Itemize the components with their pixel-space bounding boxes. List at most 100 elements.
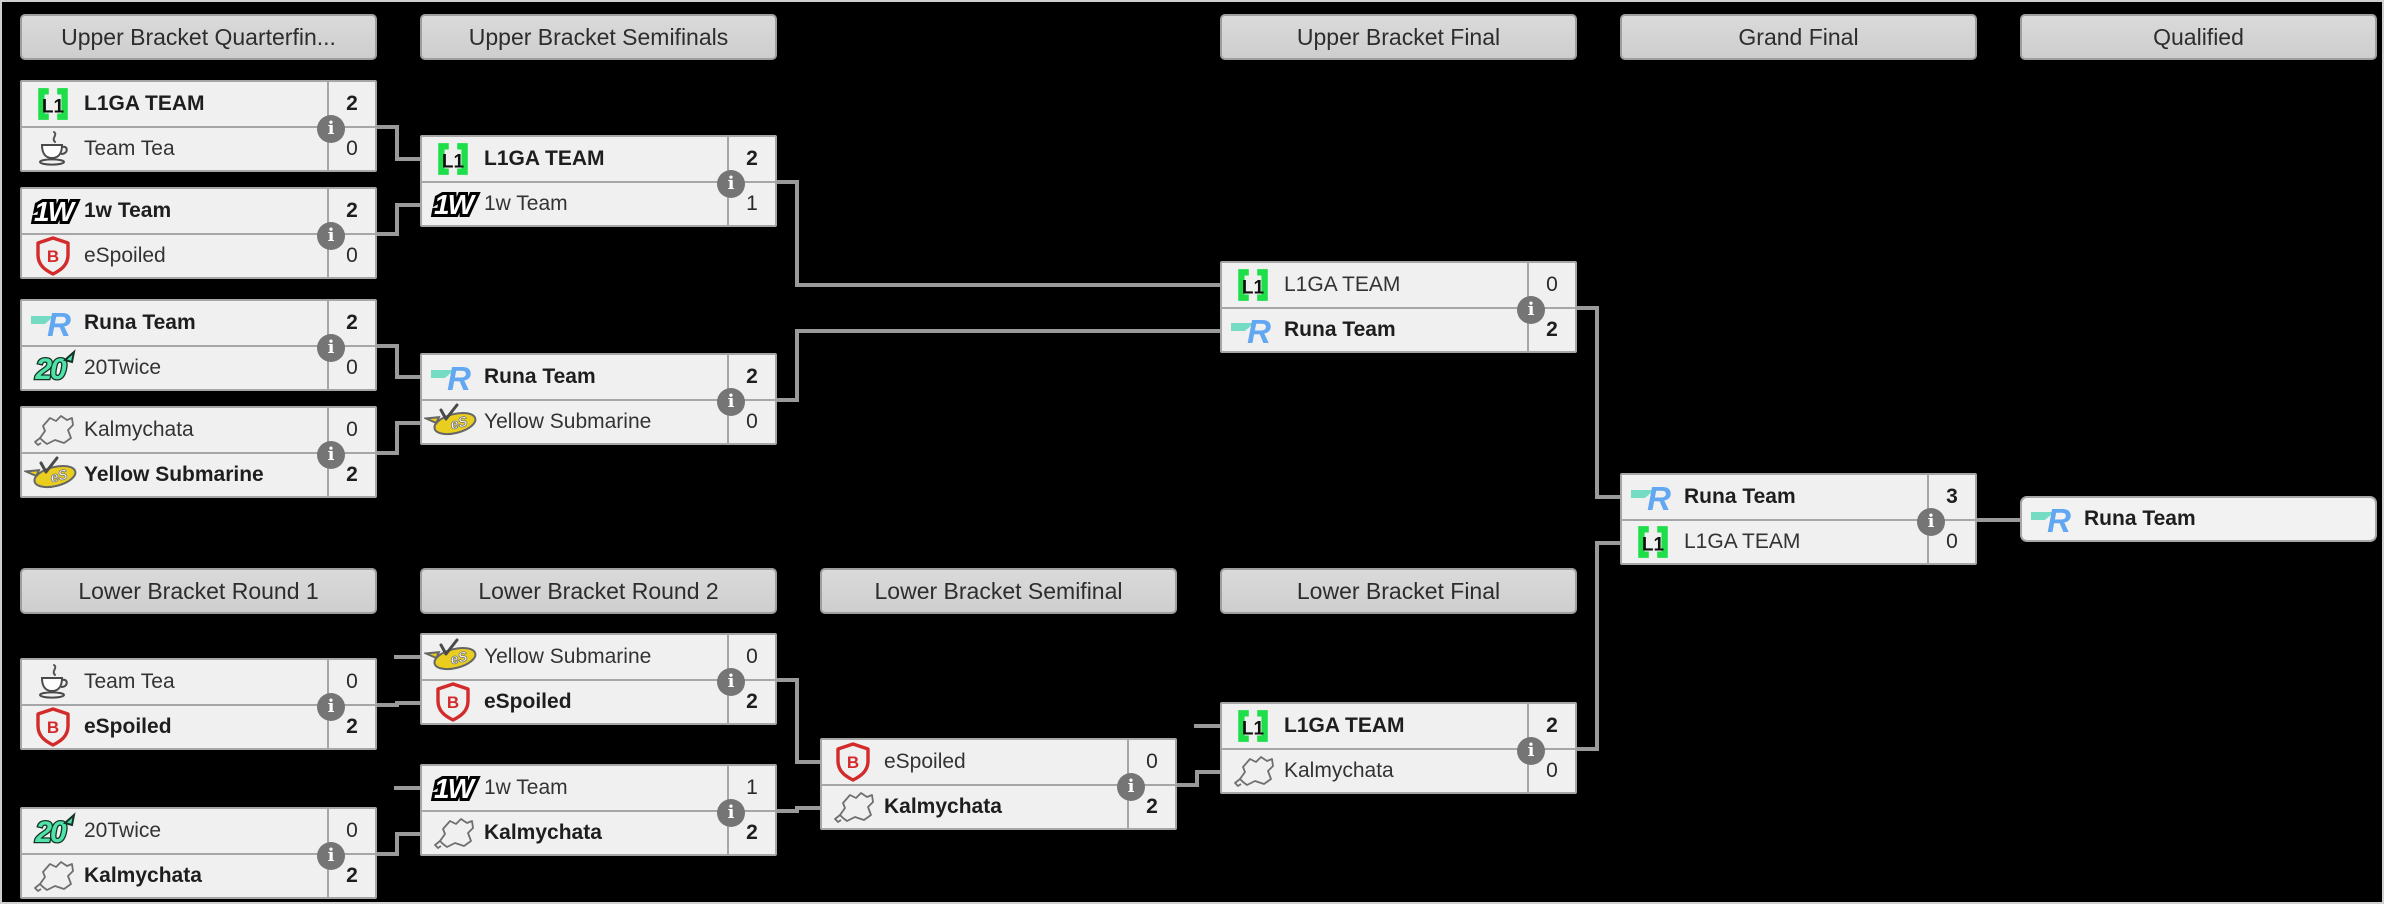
connector-segment [397, 157, 420, 161]
connector-segment [377, 232, 397, 236]
team-name[interactable]: eSpoiled [884, 750, 966, 773]
teacup-icon [22, 662, 84, 702]
match-info-icon[interactable]: i [717, 799, 745, 827]
connector-segment [795, 678, 799, 764]
team-name[interactable]: Runa Team [2084, 507, 2196, 530]
team-name[interactable]: Kalmychata [884, 795, 1002, 818]
connector-segment [397, 701, 420, 705]
drop-in-connector [394, 786, 422, 790]
team-name[interactable]: 1w Team [84, 199, 172, 222]
connector-segment [377, 703, 397, 707]
team-name[interactable]: Runa Team [1284, 318, 1396, 341]
match-info-icon[interactable]: i [317, 115, 345, 143]
round-header-label: Upper Bracket Semifinals [468, 23, 729, 50]
connector-segment [395, 832, 399, 856]
teacup-icon [22, 129, 84, 169]
connector-segment [1577, 306, 1597, 310]
runa-icon: R [422, 357, 484, 397]
svg-text:R: R [1647, 480, 1671, 517]
team-name[interactable]: L1GA TEAM [1284, 714, 1405, 737]
team-score: 2 [727, 812, 775, 854]
kalmychata-map-icon [1222, 751, 1284, 791]
team-score: 2 [1527, 704, 1575, 748]
svg-text:L1: L1 [442, 151, 465, 172]
espoiled-shield-icon: B [822, 742, 884, 782]
connector-segment [397, 832, 420, 836]
round-header-label: Lower Bracket Round 2 [478, 577, 719, 604]
match-info-icon[interactable]: i [317, 441, 345, 469]
svg-text:eS: eS [449, 648, 470, 668]
team-name[interactable]: Kalmychata [1284, 759, 1394, 782]
team-name[interactable]: L1GA TEAM [1684, 530, 1801, 553]
runa-icon: R [22, 303, 84, 343]
match-info-icon[interactable]: i [317, 842, 345, 870]
svg-text:20: 20 [34, 353, 67, 386]
team-name[interactable]: 20Twice [84, 356, 162, 379]
round-header-label: Grand Final [1738, 23, 1859, 50]
svg-text:B: B [447, 693, 459, 712]
match-info-icon[interactable]: i [1517, 296, 1545, 324]
match-info-icon[interactable]: i [717, 388, 745, 416]
qualified-connector [1977, 518, 2020, 522]
team-name[interactable]: 1w Team [484, 776, 568, 799]
team-score: 2 [727, 355, 775, 399]
connector-segment [1595, 306, 1599, 499]
team-name[interactable]: Yellow Submarine [84, 463, 264, 486]
team-name[interactable]: eSpoiled [84, 244, 166, 267]
team-name[interactable]: L1GA TEAM [484, 147, 605, 170]
team-score: 2 [327, 706, 375, 748]
match-info-icon[interactable]: i [317, 222, 345, 250]
runa-icon: R [2022, 499, 2084, 539]
connector-segment [797, 760, 820, 764]
team-name[interactable]: Kalmychata [84, 864, 202, 887]
team-name[interactable]: L1GA TEAM [1284, 273, 1401, 296]
match-info-icon[interactable]: i [1917, 508, 1945, 536]
team-name[interactable]: Yellow Submarine [484, 410, 652, 433]
team-name[interactable]: Yellow Submarine [484, 645, 652, 668]
match-info-icon[interactable]: i [1117, 773, 1145, 801]
team-name[interactable]: Kalmychata [484, 821, 602, 844]
match-info-icon[interactable]: i [1517, 737, 1545, 765]
team-name[interactable]: 1w Team [484, 192, 568, 215]
kalmychata-map-icon [422, 813, 484, 853]
l1ga-icon: L1 [1622, 523, 1684, 561]
team-score: 0 [327, 235, 375, 277]
match-info-icon[interactable]: i [717, 668, 745, 696]
team-name[interactable]: Runa Team [484, 365, 596, 388]
team-score: 0 [327, 809, 375, 853]
team-name[interactable]: eSpoiled [84, 715, 172, 738]
team-name[interactable]: eSpoiled [484, 690, 572, 713]
team-name[interactable]: L1GA TEAM [84, 92, 205, 115]
match-info-icon[interactable]: i [317, 334, 345, 362]
team-name[interactable]: Runa Team [1684, 485, 1796, 508]
team-score: 2 [1127, 786, 1175, 828]
svg-text:L1: L1 [42, 96, 65, 117]
team-name[interactable]: Runa Team [84, 311, 196, 334]
team-name[interactable]: 20Twice [84, 819, 162, 842]
match-info-icon[interactable]: i [317, 693, 345, 721]
svg-text:1W: 1W [34, 196, 77, 227]
connector-segment [797, 329, 1220, 333]
connector-segment [395, 203, 399, 236]
connector-segment [1177, 783, 1197, 787]
svg-text:L1: L1 [1242, 277, 1265, 298]
team-name[interactable]: Team Tea [84, 137, 175, 160]
team-name[interactable]: Kalmychata [84, 418, 194, 441]
team-name[interactable]: Team Tea [84, 670, 175, 693]
1w-icon: 1W [422, 184, 484, 224]
team-score: 0 [1527, 263, 1575, 307]
team-score: 2 [327, 454, 375, 496]
match-info-icon[interactable]: i [717, 170, 745, 198]
